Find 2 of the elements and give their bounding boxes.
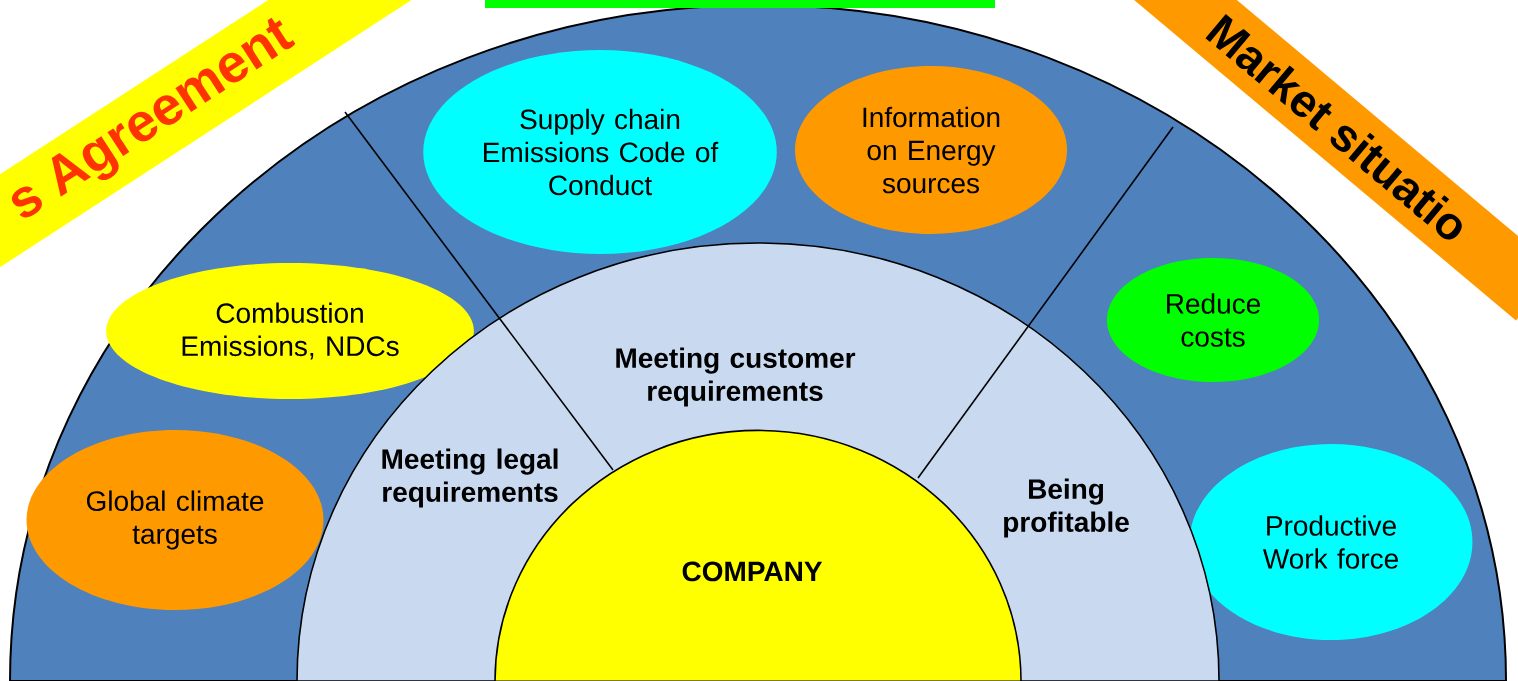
band-label: Meeting customer requirements [616, 347, 856, 407]
bar [485, 0, 995, 8]
